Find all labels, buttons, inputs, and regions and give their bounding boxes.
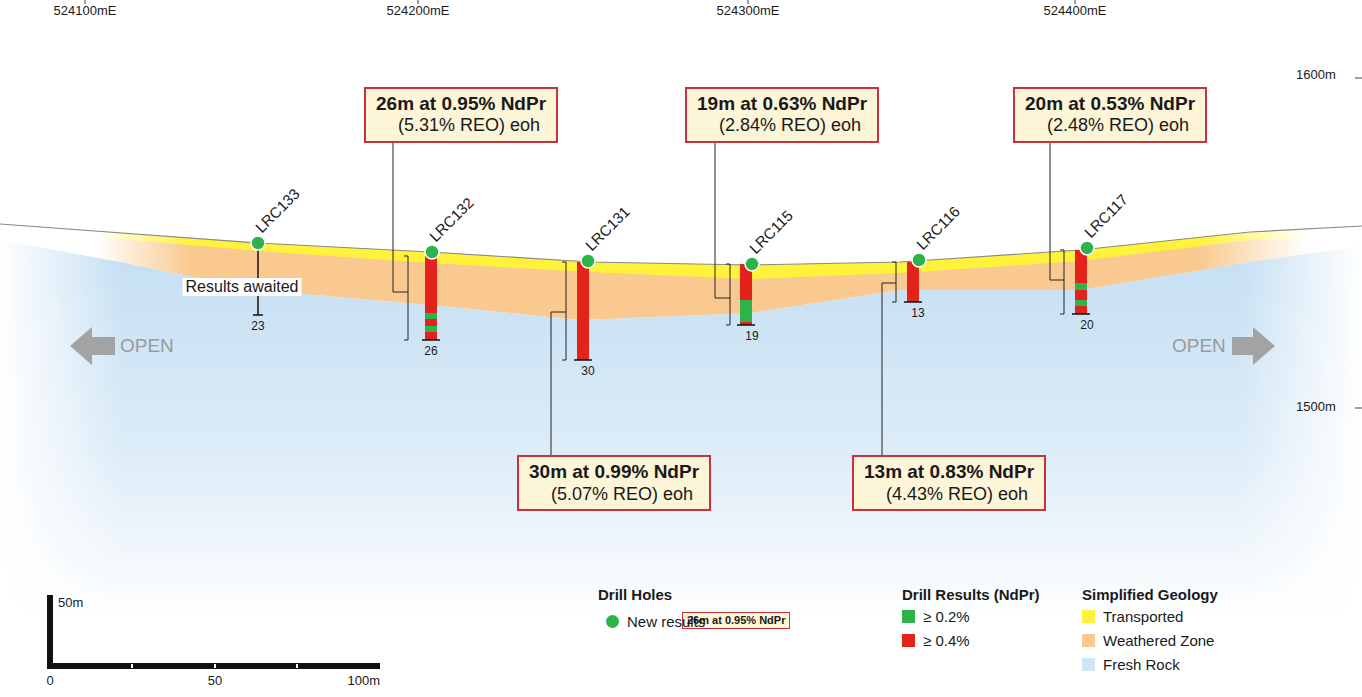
result-callout: 30m at 0.99% NdPr(5.07% REO) eoh xyxy=(517,455,711,511)
result-callout: 19m at 0.63% NdPr(2.84% REO) eoh xyxy=(685,87,879,143)
transported-layer xyxy=(0,224,1362,279)
grade-text: (2.48% REO) eoh xyxy=(1025,115,1195,137)
scale-label: 50m xyxy=(58,596,83,611)
axis-label: 524100mE xyxy=(54,4,117,19)
intercept-text: 13m at 0.83% NdPr xyxy=(864,461,1034,484)
hole-depth: 23 xyxy=(251,320,264,334)
weathered-zone xyxy=(0,224,1362,320)
hole-depth: 19 xyxy=(745,330,758,344)
scale-bar xyxy=(47,595,380,669)
intercept-text: 19m at 0.63% NdPr xyxy=(697,93,867,116)
result-callout: 20m at 0.53% NdPr(2.48% REO) eoh xyxy=(1013,87,1207,143)
legend-swatch xyxy=(1082,610,1095,623)
hole-depth: 20 xyxy=(1080,319,1093,333)
legend-text: New results xyxy=(627,613,705,630)
legend-heading: Drill Results (NdPr) xyxy=(902,586,1040,603)
open-label: OPEN xyxy=(120,335,174,357)
intercept-text: 30m at 0.99% NdPr xyxy=(529,461,699,484)
leader-lines xyxy=(393,143,1064,455)
scale-label: 0 xyxy=(46,674,53,689)
elevation-label: 1600m xyxy=(1296,68,1336,83)
legend-swatch xyxy=(902,634,915,647)
legend-text: Weathered Zone xyxy=(1103,632,1214,649)
axis-label: 524200mE xyxy=(387,4,450,19)
intercept-text: 20m at 0.53% NdPr xyxy=(1025,93,1195,116)
legend-item: ≥ 0.2% xyxy=(902,608,970,625)
scale-label: 50 xyxy=(208,674,222,689)
hole-depth: 30 xyxy=(581,365,594,379)
legend-heading: Drill Holes xyxy=(598,586,672,603)
open-arrow xyxy=(70,327,115,365)
legend-text: ≥ 0.4% xyxy=(923,632,970,649)
drill-holes xyxy=(251,236,1094,360)
legend-symbol xyxy=(606,615,619,628)
status-note: Results awaited xyxy=(183,278,302,296)
legend-text: Fresh Rock xyxy=(1103,656,1180,673)
legend-text: Transported xyxy=(1103,608,1183,625)
legend-item: Fresh Rock xyxy=(1082,656,1180,673)
ground-surface xyxy=(0,224,1362,265)
result-callout: 26m at 0.95% NdPr(5.31% REO) eoh xyxy=(364,87,558,143)
grade-text: (4.43% REO) eoh xyxy=(864,484,1034,506)
fresh-rock-fade xyxy=(0,220,1362,640)
legend-item: New results xyxy=(606,613,705,630)
grade-text: (5.07% REO) eoh xyxy=(529,484,699,506)
hole-depth: 26 xyxy=(424,345,437,359)
result-callout: 13m at 0.83% NdPr(4.43% REO) eoh xyxy=(852,455,1046,511)
axis-label: 524300mE xyxy=(717,4,780,19)
legend-text: ≥ 0.2% xyxy=(923,608,970,625)
legend-item: Weathered Zone xyxy=(1082,632,1214,649)
axis-ticks xyxy=(85,0,1362,408)
legend-swatch xyxy=(1082,634,1095,647)
scale-label: 100m xyxy=(347,674,380,689)
elevation-label: 1500m xyxy=(1296,400,1336,415)
open-label: OPEN xyxy=(1172,335,1226,357)
legend-swatch xyxy=(1082,658,1095,671)
open-arrow xyxy=(1232,327,1275,365)
axis-label: 524400mE xyxy=(1044,4,1107,19)
legend-heading: Simplified Geology xyxy=(1082,586,1218,603)
legend-item: Transported xyxy=(1082,608,1183,625)
grade-text: (5.31% REO) eoh xyxy=(376,115,546,137)
legend-item: ≥ 0.4% xyxy=(902,632,970,649)
grade-text: (2.84% REO) eoh xyxy=(697,115,867,137)
legend-swatch xyxy=(902,610,915,623)
hole-depth: 13 xyxy=(911,307,924,321)
intercept-text: 26m at 0.95% NdPr xyxy=(376,93,546,116)
